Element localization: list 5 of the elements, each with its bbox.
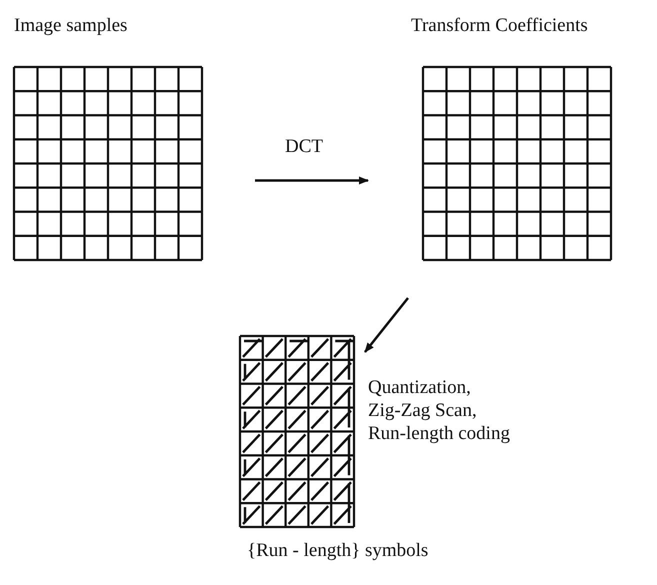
arrow [364,297,409,353]
grid-heading: {Run - length} symbols [247,540,428,562]
arrow [255,176,369,184]
grid-heading: Image samples [14,15,128,37]
grid-heading: Transform Coefficients [411,15,588,37]
